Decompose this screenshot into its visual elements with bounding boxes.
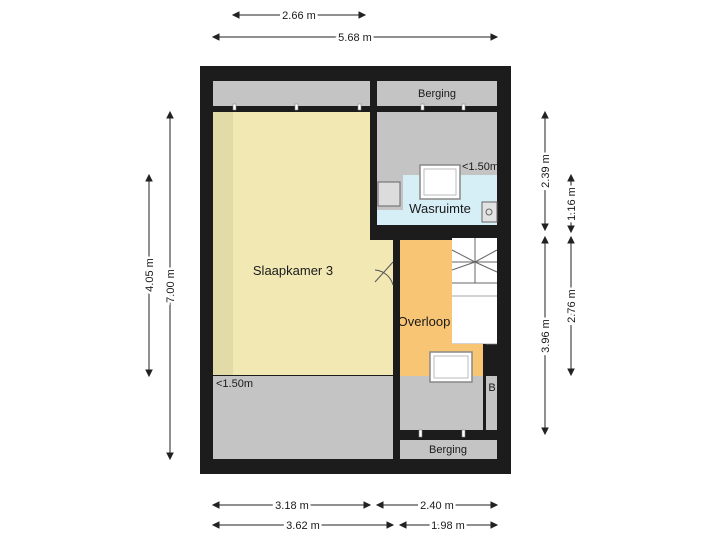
arrow-icon — [541, 223, 549, 232]
arrow-icon — [567, 368, 575, 377]
dim-bottom-right-total-label: 1.98 m — [431, 520, 465, 532]
arrow-icon — [145, 173, 153, 182]
arrow-icon — [166, 110, 174, 119]
dim-bottom-left-inner-label: 3.18 m — [275, 500, 309, 512]
arrow-icon — [211, 33, 220, 41]
dim-left-total-label: 7.00 m — [165, 269, 177, 303]
berging-small-label: B — [488, 382, 495, 394]
wall-center-vertical-top — [370, 81, 377, 240]
dim-right-stair-label: 2.76 m — [566, 289, 578, 323]
arrow-icon — [567, 235, 575, 244]
wall-top-strip — [213, 106, 497, 112]
staircase-icon — [451, 238, 498, 345]
tick-markers — [232, 103, 466, 438]
wall-b-closet — [483, 430, 497, 434]
window-icon — [419, 164, 461, 200]
arrow-icon — [358, 11, 367, 19]
dim-top-inner-label: 2.66 m — [282, 10, 316, 22]
berging-small-room[interactable] — [486, 376, 497, 431]
low-ceiling-label-slaapkamer: <1.50m — [216, 378, 253, 390]
wall-center-vertical — [393, 235, 400, 459]
overloop-label: Overloop — [398, 314, 451, 329]
sink-icon — [481, 201, 498, 223]
dim-bottom-right-inner-label: 2.40 m — [420, 500, 454, 512]
arrow-icon — [490, 501, 499, 509]
low-ceiling-label-wasruimte: <1.50m — [462, 161, 499, 173]
window-icon — [429, 351, 473, 383]
arrow-icon — [398, 521, 407, 529]
arrow-icon — [363, 501, 372, 509]
arrow-icon — [145, 369, 153, 378]
wall-bottom-right-low — [400, 430, 483, 433]
berging-top-label: Berging — [418, 88, 456, 100]
arrow-icon — [567, 173, 575, 182]
low-ceiling-left-strip — [213, 112, 233, 375]
arrow-icon — [541, 427, 549, 436]
low-ceiling-bottom-right — [400, 376, 483, 430]
arrow-icon — [567, 225, 575, 234]
arrow-icon — [386, 521, 395, 529]
berging-bottom-strip — [400, 440, 497, 459]
arrow-icon — [211, 501, 220, 509]
dim-right-lower-label: 3.96 m — [540, 319, 552, 353]
dim-bottom-left-total-label: 3.62 m — [286, 520, 320, 532]
dim-top-total-label: 5.68 m — [338, 32, 372, 44]
wall-overloop-stair — [452, 236, 497, 238]
wasruimte-label: Wasruimte — [409, 201, 471, 216]
arrow-icon — [541, 235, 549, 244]
arrow-icon — [211, 521, 220, 529]
arrow-icon — [231, 11, 240, 19]
arrow-icon — [166, 452, 174, 461]
low-ceiling-bottom-left — [213, 376, 393, 459]
arrow-icon — [375, 501, 384, 509]
wall-stair-bottom — [483, 344, 486, 440]
low-ceiling-top-right — [377, 81, 497, 106]
washing-machine-icon — [377, 181, 401, 207]
dim-right-upper-label: 2.39 m — [540, 154, 552, 188]
berging-bottom-label: Berging — [429, 444, 467, 456]
slaapkamer-room[interactable] — [213, 112, 393, 375]
dim-right-small-label: 1.16 m — [566, 187, 578, 221]
arrow-icon — [490, 521, 499, 529]
slaapkamer-label: Slaapkamer 3 — [253, 263, 333, 278]
low-ceiling-top-left — [213, 81, 370, 106]
wall-wasruimte-bottom — [370, 225, 400, 240]
arrow-icon — [490, 33, 499, 41]
dim-left-inner-label: 4.05 m — [144, 258, 156, 292]
arrow-icon — [541, 110, 549, 119]
door-swing-icon — [374, 261, 394, 286]
